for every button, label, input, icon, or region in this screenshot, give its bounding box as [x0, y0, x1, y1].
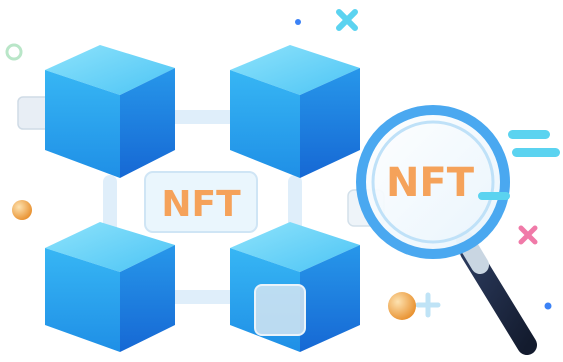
plus-icon	[415, 292, 441, 318]
magnifier-text: NFT	[386, 160, 475, 206]
glass-tile-icon	[254, 284, 306, 336]
cross-icon	[336, 9, 358, 31]
center-badge-text: NFT	[161, 184, 241, 225]
dot-icon	[544, 302, 552, 310]
magnifier-icon: NFT	[356, 105, 537, 355]
orb-icon	[388, 292, 416, 320]
dot-icon	[295, 19, 301, 25]
cube-icon	[45, 222, 175, 352]
ring-icon	[5, 43, 23, 61]
cross-icon	[518, 225, 538, 245]
cube-icon	[45, 45, 175, 178]
orb-icon	[12, 200, 32, 220]
center-nft-badge: NFT	[144, 171, 258, 233]
cube-icon	[230, 45, 360, 178]
dash-lines-icon	[478, 130, 560, 200]
